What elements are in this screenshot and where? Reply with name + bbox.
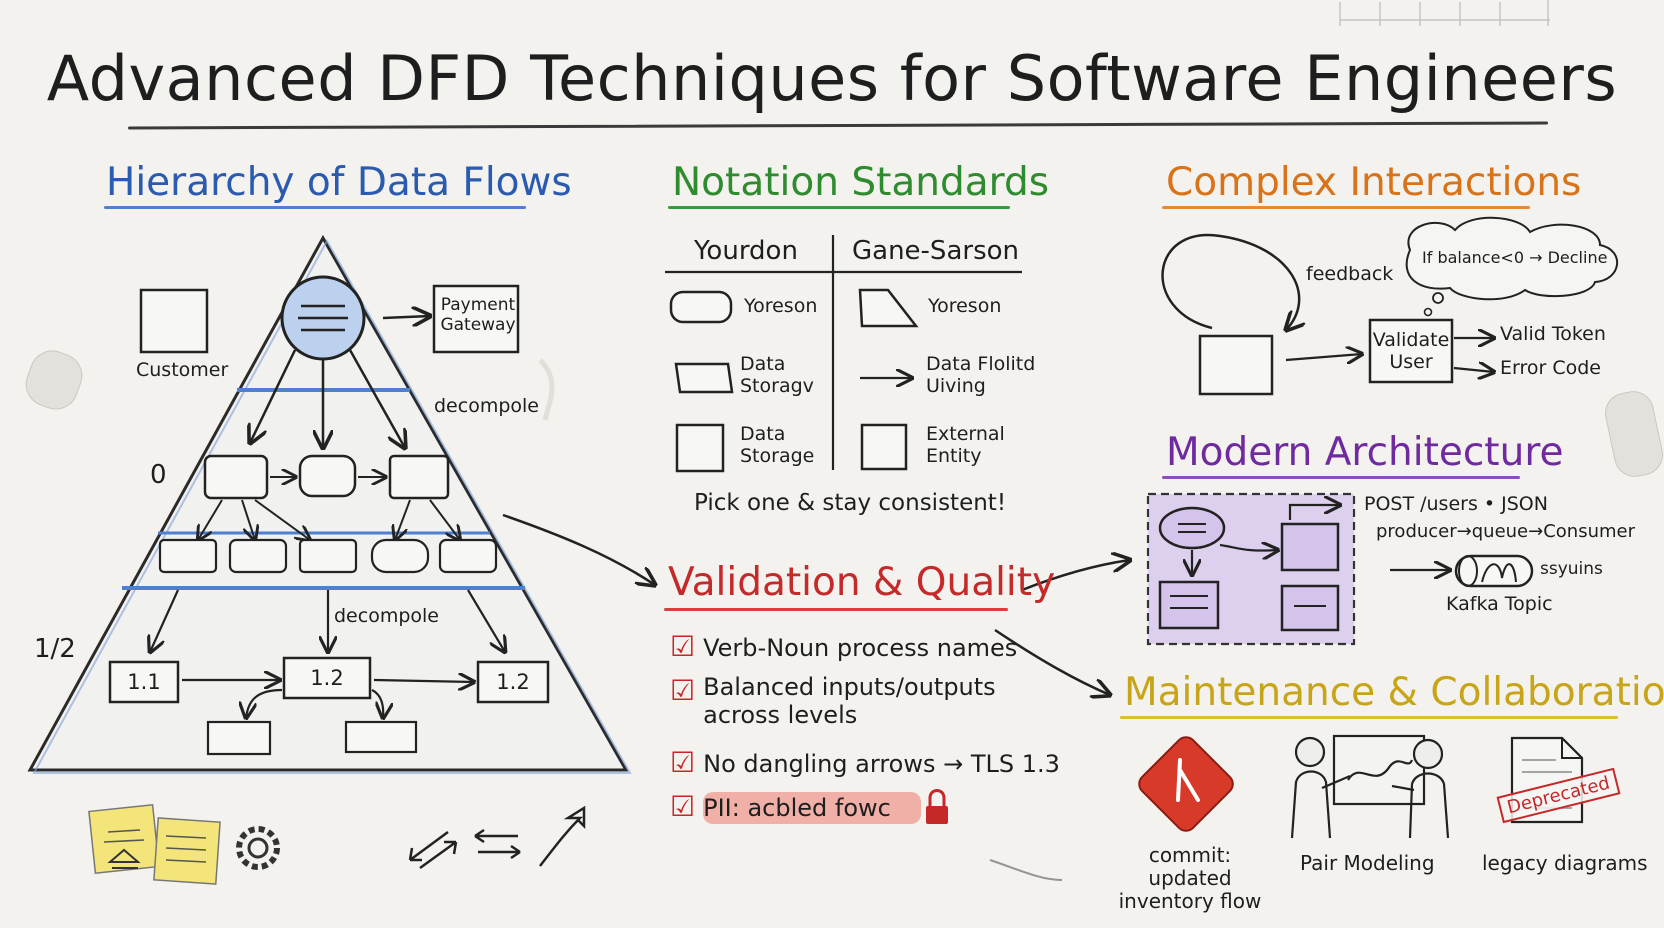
chalk-right <box>1605 391 1663 477</box>
check-item-2: ☑Balanced inputs/outputs across levels <box>670 673 996 729</box>
feedback-loop <box>1161 233 1300 330</box>
process-1 <box>203 454 269 500</box>
decompose-label-1: decompole <box>434 395 539 417</box>
gane-entity-shape <box>860 423 908 471</box>
node-1-2b-box <box>476 660 550 704</box>
kafka-topic-cylinder <box>1454 554 1534 588</box>
page-title: Advanced DFD Techniques for Software Eng… <box>46 42 1618 115</box>
validate-user-box <box>1368 318 1454 384</box>
hierarchy-underline <box>104 206 526 209</box>
validation-underline <box>664 608 1008 611</box>
ssyuins-label: ssyuins <box>1540 559 1603 579</box>
node-1-2b-label: 1.2 <box>496 670 530 694</box>
valid-token-label: Valid Token <box>1500 323 1606 345</box>
check-item-3-text: No dangling arrows → TLS 1.3 <box>703 750 1060 778</box>
subprocess-3 <box>298 538 358 574</box>
curved-arrow-icon <box>539 805 586 867</box>
kafka-topic-label: Kafka Topic <box>1446 593 1553 615</box>
subprocess-4 <box>370 538 430 574</box>
process-3 <box>388 454 450 500</box>
chalk-left <box>25 350 83 410</box>
node-1-2a-box <box>282 656 372 700</box>
subprocess-5 <box>438 538 498 574</box>
node-1-1-box <box>108 660 180 704</box>
subnode-1 <box>206 720 272 756</box>
yourdon-row2-label: Data Storagv <box>740 353 814 397</box>
corner-grid <box>1339 0 1550 26</box>
producer-label: producer→queue→Consumer <box>1376 521 1635 542</box>
subprocess-2 <box>228 538 288 574</box>
double-arrows-icon <box>408 828 521 870</box>
check-item-2-text: Balanced inputs/outputs across levels <box>703 673 996 729</box>
process-2 <box>298 454 357 498</box>
validation-heading: Validation & Quality <box>668 560 1056 605</box>
complex-underline <box>1162 206 1530 209</box>
condition-text: If balance<0 → Decline <box>1422 248 1608 267</box>
yourdon-entity-shape <box>675 423 725 473</box>
modern-underline <box>1162 476 1520 479</box>
pii-highlight <box>703 792 921 824</box>
modern-heading: Modern Architecture <box>1166 430 1564 475</box>
gane-row1-label: Yoreson <box>928 295 1002 317</box>
notation-tip: Pick one & stay consistent! <box>694 490 1007 516</box>
check-item-3: ☑No dangling arrows → TLS 1.3 <box>670 746 1060 779</box>
customer-box <box>139 288 209 354</box>
legacy-diagrams-label: legacy diagrams <box>1482 851 1648 875</box>
subnode-2 <box>344 720 418 754</box>
git-icon <box>1138 736 1234 832</box>
node-1-2a-label: 1.2 <box>310 666 344 690</box>
validate-user-label: Validate User <box>1372 329 1450 373</box>
hierarchy-heading: Hierarchy of Data Flows <box>106 160 572 205</box>
lock-icon <box>926 789 948 824</box>
yourdon-store-shape <box>674 362 734 394</box>
subprocess-1 <box>158 538 218 574</box>
condition-thought-cloud <box>1405 216 1618 301</box>
gane-row3-label: External Entity <box>926 423 1005 467</box>
pair-modeling-label: Pair Modeling <box>1300 851 1435 875</box>
pair-modeling-icon <box>1290 734 1450 839</box>
complex-heading: Complex Interactions <box>1166 160 1582 205</box>
error-code-label: Error Code <box>1500 357 1601 379</box>
sticky-note-2 <box>153 817 221 885</box>
notation-underline <box>668 206 1010 209</box>
checkbox-checked-icon: ☑ <box>670 630 696 663</box>
checkbox-checked-icon: ☑ <box>670 746 696 779</box>
yourdon-process-shape <box>669 290 733 324</box>
loop-process-box <box>1198 334 1274 396</box>
notation-table <box>665 235 1022 470</box>
notation-heading: Notation Standards <box>672 160 1050 205</box>
yourdon-row1-label: Yoreson <box>744 295 818 317</box>
payment-gateway-box <box>432 284 520 354</box>
yourdon-row3-label: Data Storage <box>740 423 815 467</box>
checkbox-checked-icon: ☑ <box>670 674 696 707</box>
gane-row2-label: Data Flolitd Uiving <box>926 353 1036 397</box>
decompose-label-2: decompole <box>334 605 439 627</box>
maintenance-heading: Maintenance & Collaboration <box>1124 670 1664 715</box>
maintenance-underline <box>1120 716 1618 719</box>
check-item-4-text: PII: acbled fowc <box>703 794 891 822</box>
gane-sarson-column-header: Gane-Sarson <box>852 236 1019 266</box>
payment-gateway-label: Payment Gateway <box>440 295 516 335</box>
yourdon-column-header: Yourdon <box>694 236 798 266</box>
feedback-label: feedback <box>1306 263 1394 285</box>
gane-process-shape <box>858 288 919 328</box>
commit-label: commit: updated inventory flow <box>1118 843 1262 913</box>
check-item-1: ☑Verb-Noun process names <box>670 630 1017 663</box>
check-item-1-text: Verb-Noun process names <box>703 634 1018 662</box>
check-item-4: ☑PII: acbled fowc <box>670 790 891 823</box>
gear-icon <box>236 826 280 870</box>
sticky-note-1 <box>88 804 160 874</box>
checkbox-checked-icon: ☑ <box>670 790 696 823</box>
level-0-label: 0 <box>150 460 167 490</box>
hierarchy-pyramid <box>27 234 632 774</box>
node-1-1-label: 1.1 <box>127 670 161 694</box>
post-label: POST /users • JSON <box>1364 493 1548 515</box>
customer-label: Customer <box>136 359 229 381</box>
level-half-label: 1/2 <box>34 634 76 664</box>
